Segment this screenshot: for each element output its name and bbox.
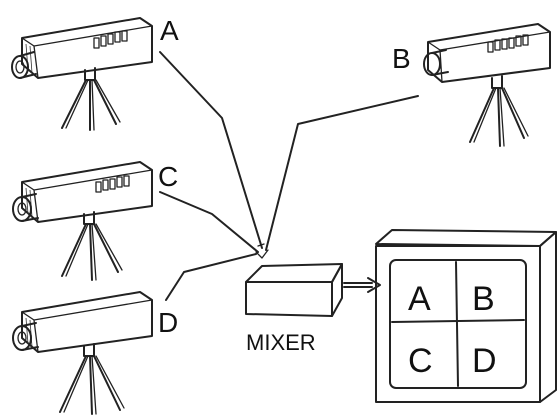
label-c: C	[158, 161, 178, 192]
monitor-quadrant-c: C	[408, 342, 433, 380]
cables	[159, 51, 419, 301]
monitor-quadrant-a: A	[408, 280, 431, 318]
cable-junction	[255, 243, 269, 259]
cable-a	[159, 51, 263, 249]
cable-b	[265, 95, 419, 251]
mixer	[245, 263, 343, 317]
camera-a	[11, 17, 153, 131]
monitor-quadrant-d: D	[472, 342, 497, 380]
cable-c	[159, 191, 259, 253]
label-a: A	[160, 15, 179, 46]
camera-d	[12, 291, 153, 415]
label-d: D	[158, 307, 178, 338]
camera-c	[12, 161, 153, 281]
monitor-quadrant-b: B	[472, 280, 495, 318]
output-arrow	[343, 277, 381, 293]
camera-b	[423, 23, 551, 147]
cable-d	[165, 253, 257, 301]
mixer-label: MIXER	[246, 330, 316, 355]
monitor	[375, 229, 557, 403]
label-b: B	[392, 43, 411, 74]
